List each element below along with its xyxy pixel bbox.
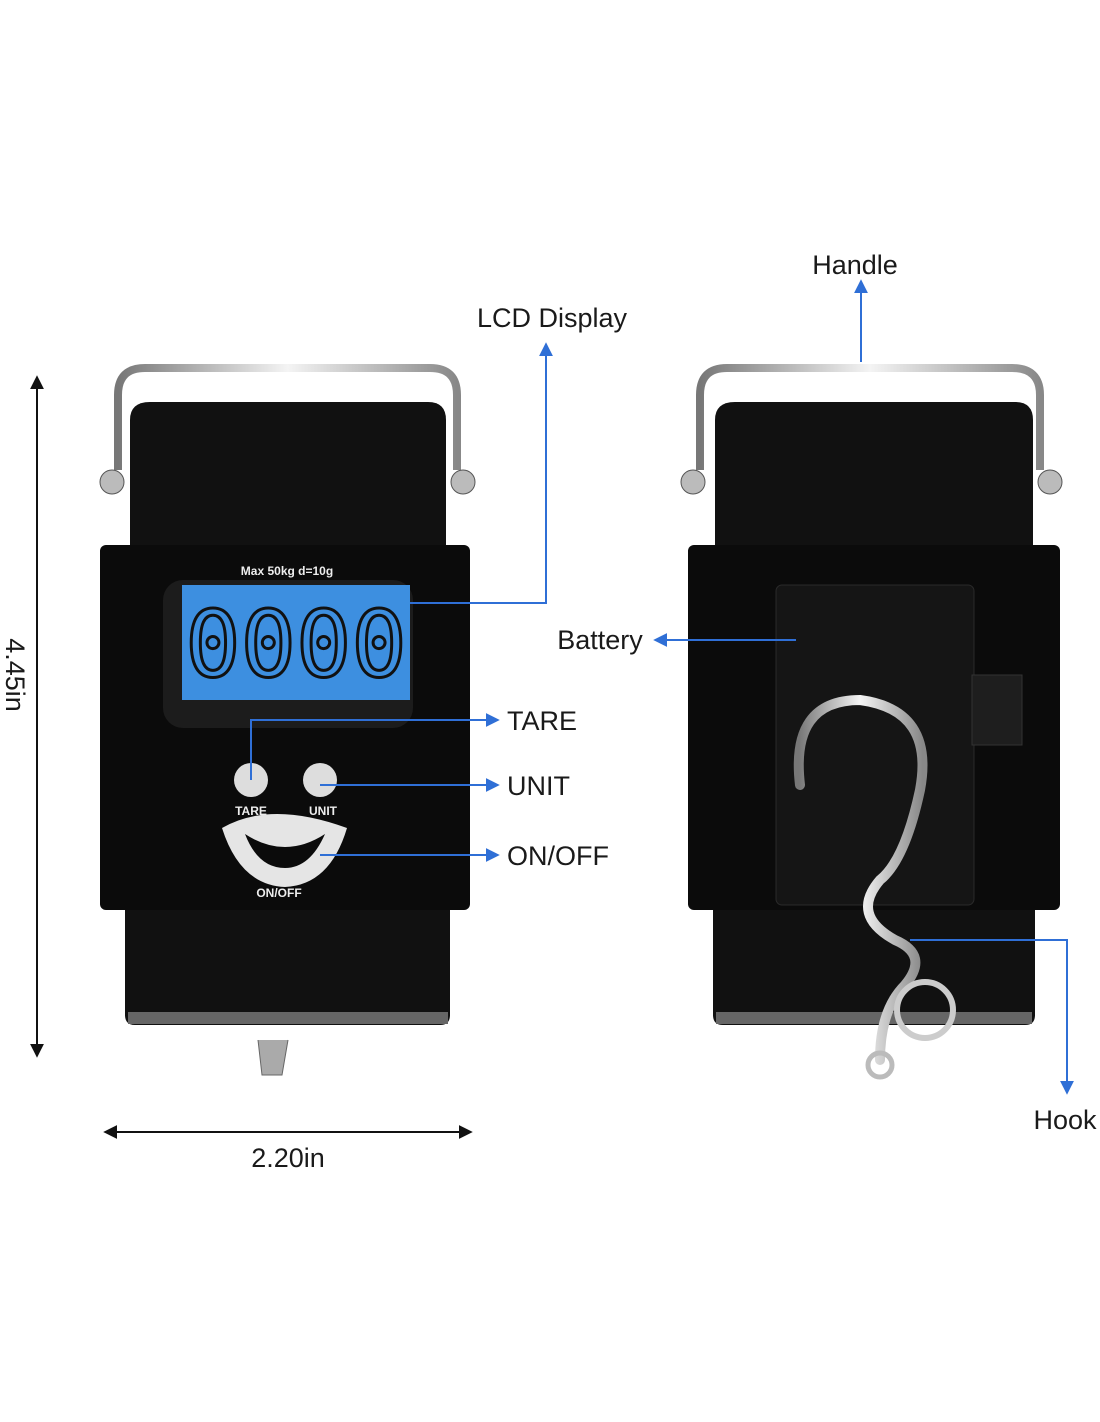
label-battery: Battery [557,625,643,655]
onoff-button[interactable] [222,814,347,887]
label-hook: Hook [1033,1105,1097,1135]
label-lcd-display: LCD Display [477,303,628,333]
label-onoff: ON/OFF [507,841,609,871]
handle-back [696,364,1044,470]
tare-button-label: TARE [235,804,267,818]
unit-button[interactable] [303,763,337,797]
unit-button-label: UNIT [309,804,338,818]
battery-cover [775,584,975,906]
width-dimension: 2.20in [251,1143,325,1173]
lcd-display [182,585,410,700]
height-dimension: 4.45in [0,638,30,712]
onoff-button-label: ON/OFF [256,886,301,900]
label-unit: UNIT [507,771,570,801]
dimension-lines [30,375,473,1139]
label-tare: TARE [507,706,577,736]
capacity-text: Max 50kg d=10g [241,564,333,578]
scale-front: Max 50kg d=10g 0000 TARE UNIT ON/OFF [99,364,476,1076]
lcd-reading: 0000 [185,591,407,698]
handle [114,364,461,470]
hook [793,694,928,1065]
label-handle: Handle [812,250,898,280]
callout-lines [250,279,1074,1095]
scale-back [680,364,1063,1080]
